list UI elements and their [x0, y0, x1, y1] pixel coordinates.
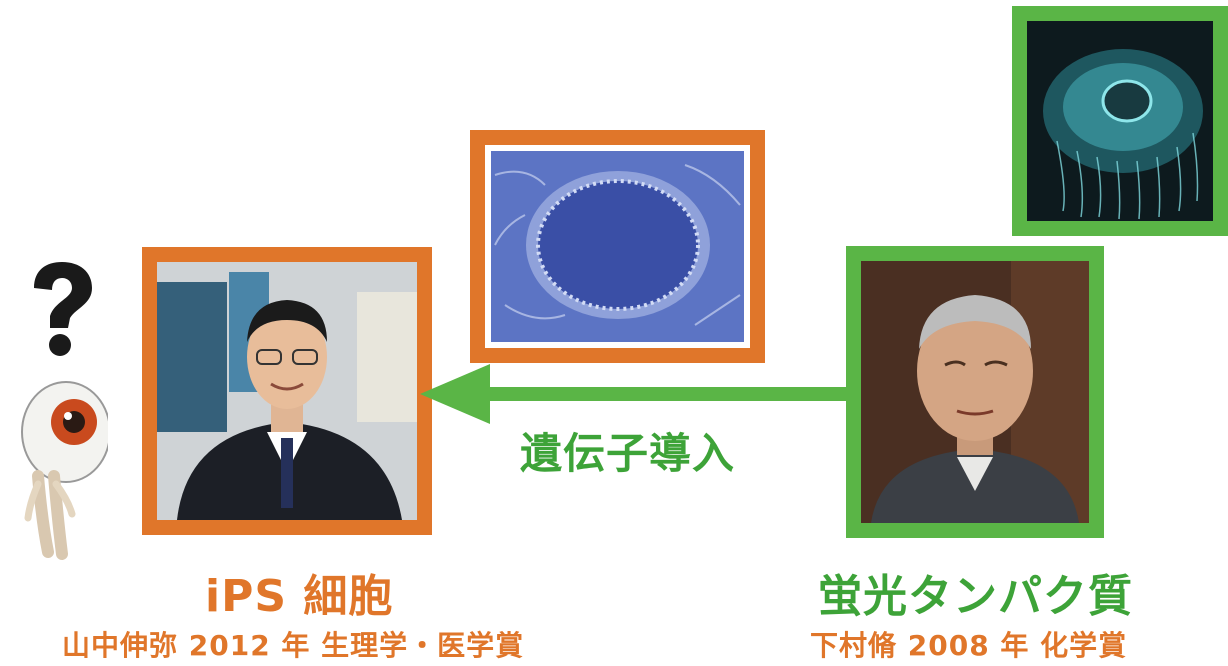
ips-cell-title: iPS 細胞	[205, 571, 394, 622]
ips-cells-image	[485, 145, 750, 348]
eyeball-mascot-icon	[21, 381, 108, 560]
shimomura-caption: 下村脩 2008 年 化学賞	[810, 629, 1128, 662]
question-mark-icon	[34, 262, 92, 356]
yamanaka-caption: 山中伸弥 2012 年 生理学・医学賞	[62, 629, 525, 662]
yamanaka-portrait-image	[157, 262, 417, 520]
arrow-label: 遺伝子導入	[520, 429, 736, 478]
shimomura-portrait-frame	[846, 246, 1104, 538]
jellyfish-image	[1027, 21, 1213, 221]
fluorescent-protein-title: 蛍光タンパク質	[818, 571, 1133, 622]
ips-cells-image-frame	[470, 130, 765, 363]
shimomura-portrait-image	[861, 261, 1089, 523]
arrow-left-icon	[420, 364, 850, 424]
yamanaka-portrait-frame	[142, 247, 432, 535]
jellyfish-image-frame	[1012, 6, 1228, 236]
